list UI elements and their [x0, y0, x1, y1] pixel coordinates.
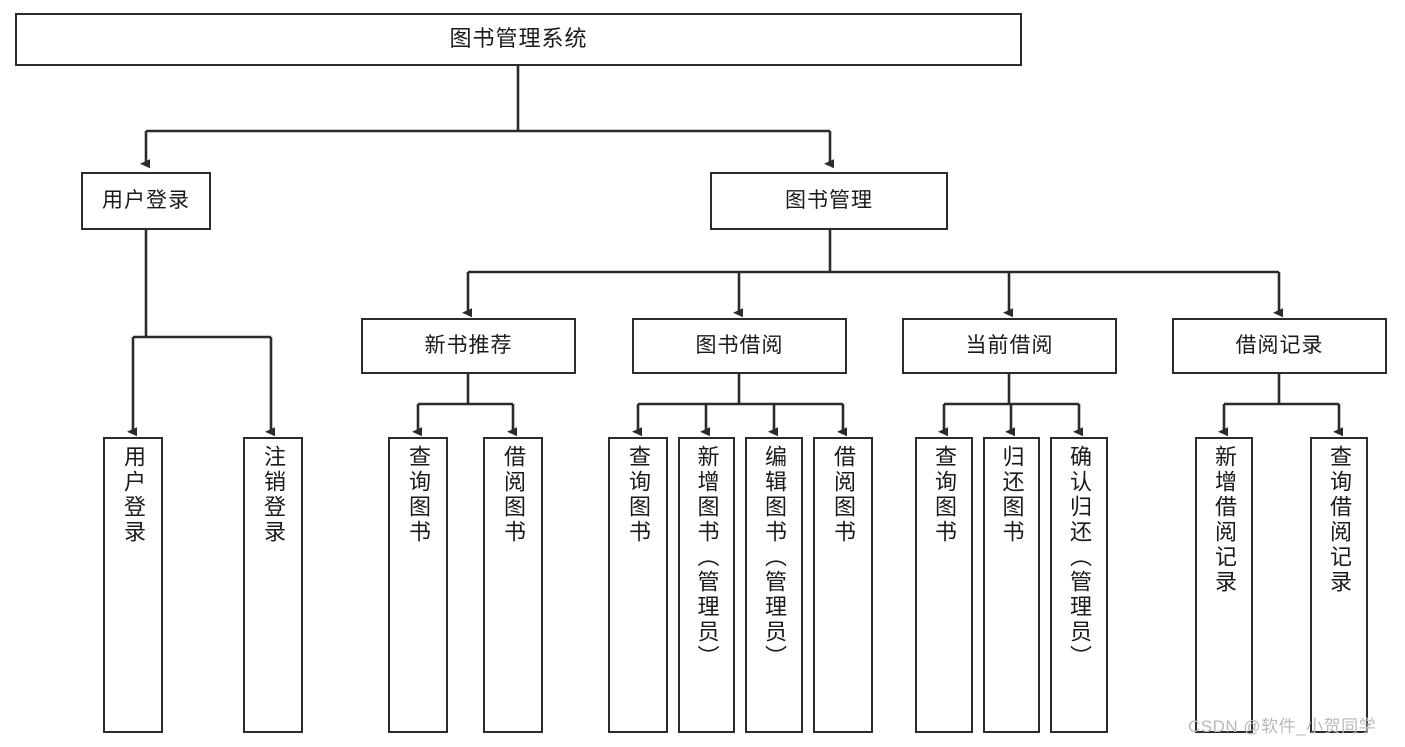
node-label: 图书借阅: [695, 334, 784, 358]
node-label: 用户登录: [121, 445, 146, 545]
node-new-book-recommend[interactable]: 新书推荐: [361, 318, 576, 374]
node-leaf-logout[interactable]: 注销登录: [243, 437, 303, 733]
node-label: 新书推荐: [424, 334, 513, 358]
node-label: 用户登录: [102, 189, 190, 213]
node-label: 确认归还（管理员）: [1067, 445, 1092, 670]
node-label: 图书管理系统: [449, 26, 588, 52]
node-label: 借阅图书: [501, 445, 526, 545]
node-label: 查询图书: [626, 445, 651, 545]
node-leaf-add-borrow-record[interactable]: 新增借阅记录: [1195, 437, 1253, 733]
node-leaf-borrow-book[interactable]: 借阅图书: [813, 437, 873, 733]
node-label: 注销登录: [261, 445, 286, 545]
node-label: 查询图书: [406, 445, 431, 545]
node-label: 查询图书: [932, 445, 957, 545]
node-label: 编辑图书（管理员）: [762, 445, 787, 670]
node-leaf-query-book-recommend[interactable]: 查询图书: [388, 437, 448, 733]
node-leaf-confirm-return-admin[interactable]: 确认归还（管理员）: [1050, 437, 1108, 733]
node-leaf-query-borrow-record[interactable]: 查询借阅记录: [1310, 437, 1368, 733]
node-label: 当前借阅: [965, 334, 1054, 358]
node-label: 借阅图书: [831, 445, 856, 545]
node-borrow-record[interactable]: 借阅记录: [1172, 318, 1387, 374]
node-leaf-borrow-book-recommend[interactable]: 借阅图书: [483, 437, 543, 733]
node-leaf-add-book-admin[interactable]: 新增图书（管理员）: [678, 437, 735, 733]
node-user-login[interactable]: 用户登录: [81, 172, 211, 230]
node-label: 查询借阅记录: [1327, 445, 1352, 595]
node-label: 新增图书（管理员）: [694, 445, 720, 670]
csdn-watermark: CSDN @软件_小贺同学: [1188, 717, 1377, 736]
node-leaf-return-book[interactable]: 归还图书: [983, 437, 1040, 733]
node-leaf-edit-book-admin[interactable]: 编辑图书（管理员）: [745, 437, 803, 733]
node-book-borrow[interactable]: 图书借阅: [632, 318, 847, 374]
node-root-book-management-system[interactable]: 图书管理系统: [15, 13, 1022, 66]
node-leaf-query-book-current[interactable]: 查询图书: [915, 437, 973, 733]
node-current-borrow[interactable]: 当前借阅: [902, 318, 1117, 374]
node-label: 图书管理: [785, 189, 873, 213]
node-leaf-query-book-borrow[interactable]: 查询图书: [608, 437, 668, 733]
node-leaf-user-login[interactable]: 用户登录: [103, 437, 163, 733]
node-label: 借阅记录: [1235, 334, 1324, 358]
node-label: 新增借阅记录: [1212, 445, 1237, 595]
node-label: 归还图书: [999, 445, 1025, 545]
node-book-management[interactable]: 图书管理: [710, 172, 948, 230]
